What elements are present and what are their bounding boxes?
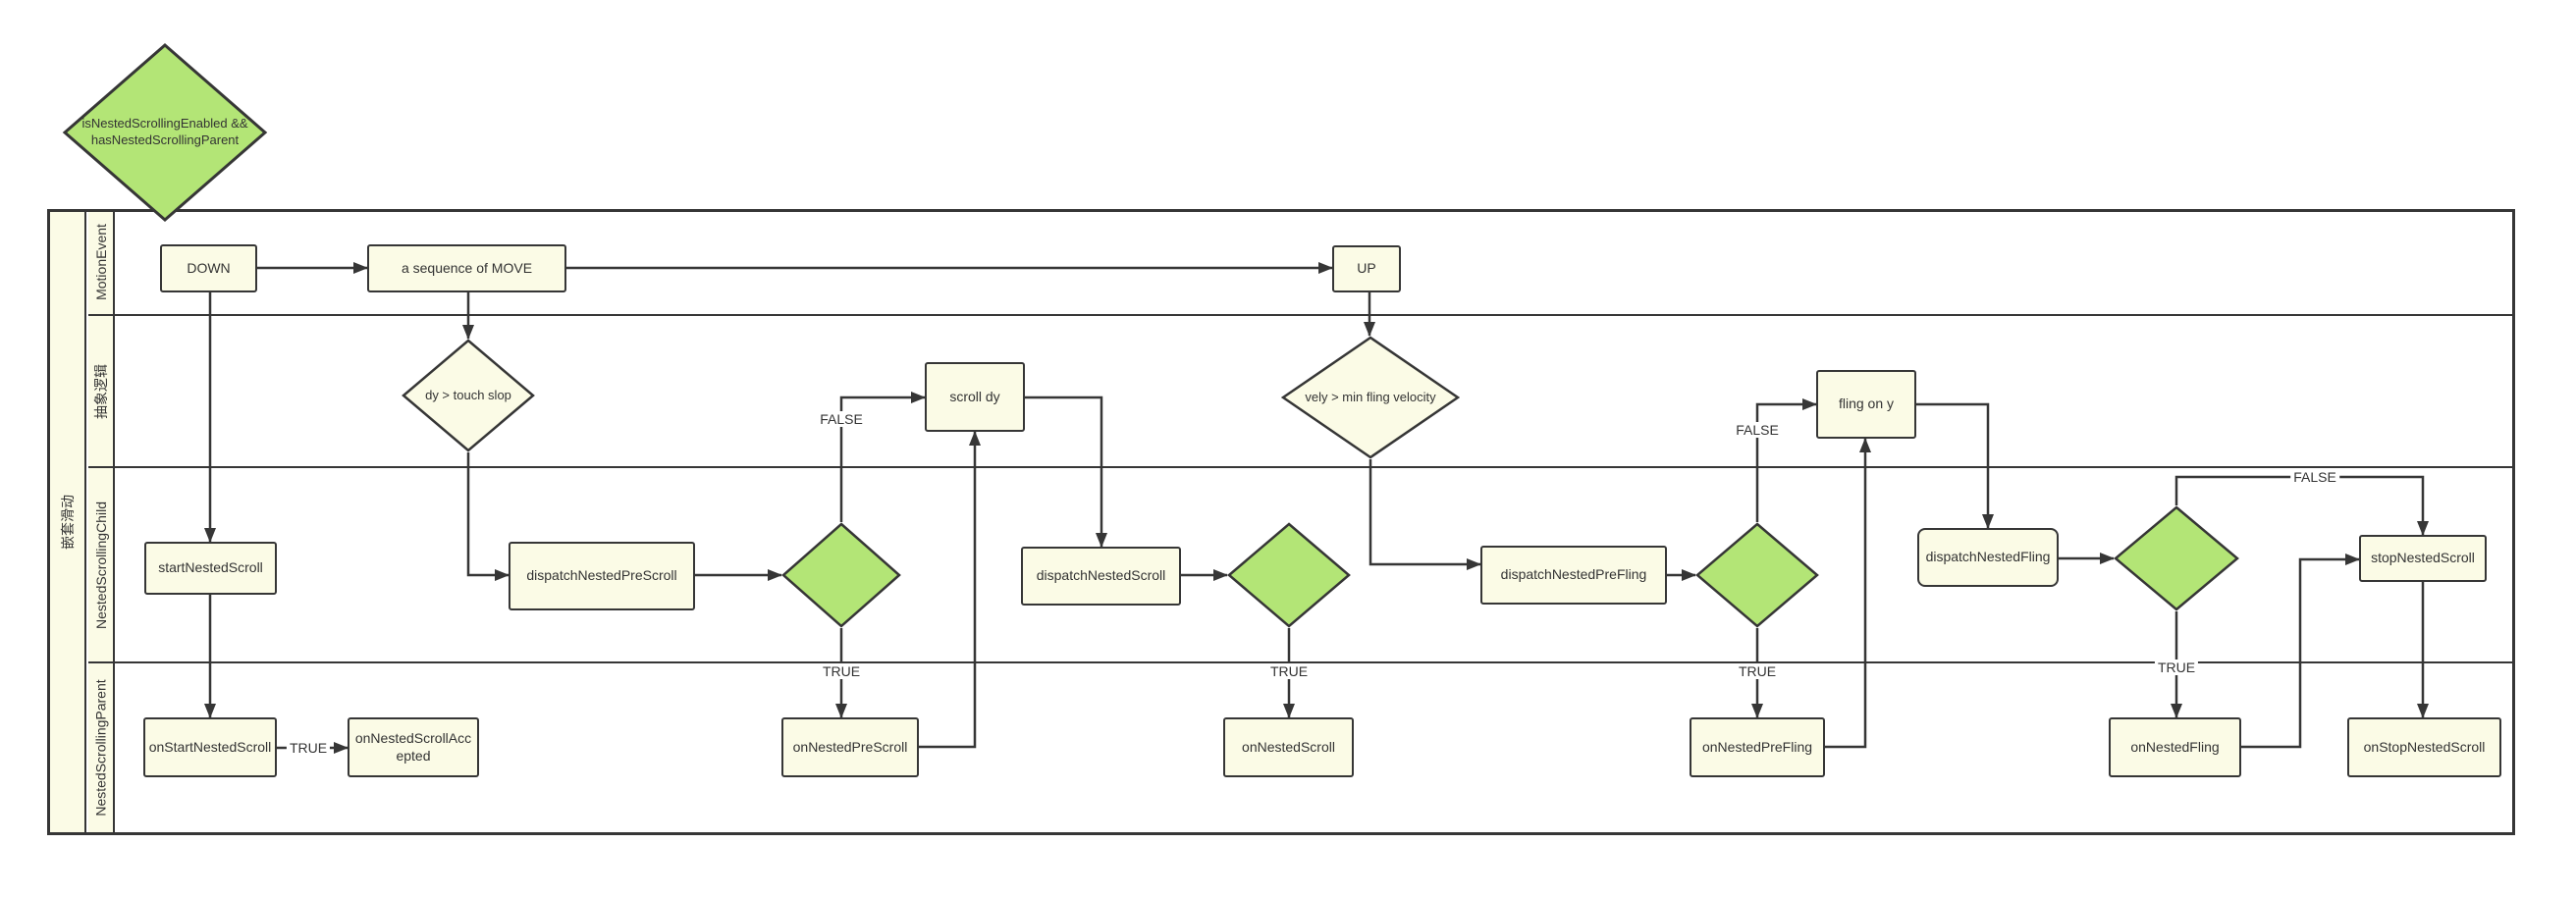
entry-condition-decision: isNestedScrollingEnabled && hasNestedScr… xyxy=(62,42,268,223)
edge-scroll-dy-to-dispatchnestedscroll xyxy=(1025,396,1107,548)
edge-label-false-prescroll: FALSE xyxy=(817,411,866,427)
node-dispatchnestedprescroll: dispatchNestedPreScroll xyxy=(509,542,695,610)
node-onnestedprefling: onNestedPreFling xyxy=(1690,717,1825,777)
edge-label-false-prefling: FALSE xyxy=(1733,422,1782,438)
decision-prefling-consumed-shape xyxy=(1695,522,1819,628)
node-dispatchnestedfling: dispatchNestedFling xyxy=(1917,528,2059,587)
decision-dy-touch-slop-shape xyxy=(402,339,535,452)
node-onnestedprescroll: onNestedPreScroll xyxy=(781,717,919,777)
edge-dy-check-to-dispatchnestedprescroll xyxy=(466,452,510,581)
lane-divider-1 xyxy=(88,314,2512,316)
edge-fling-on-y-to-dispatchnestedfling xyxy=(1916,402,1994,529)
decision-vely-min-fling: vely > min fling velocity xyxy=(1281,336,1460,459)
node-fling-on-y: fling on y xyxy=(1816,370,1916,439)
decision-fling-consumed-shape xyxy=(2114,505,2239,611)
decision-fling-consumed xyxy=(2114,505,2239,611)
node-down: DOWN xyxy=(160,244,257,292)
edge-label-true-prescroll: TRUE xyxy=(819,663,864,679)
decision-dy-touch-slop: dy > touch slop xyxy=(402,339,535,452)
node-onnestedscrollaccepted: onNestedScrollAccepted xyxy=(348,717,479,777)
edge-label-true-prefling: TRUE xyxy=(1735,663,1780,679)
node-scroll-dy: scroll dy xyxy=(925,362,1025,432)
node-sequence-of-move: a sequence of MOVE xyxy=(367,244,566,292)
edge-label-true-fling: TRUE xyxy=(2154,660,2199,675)
node-onstartnestedscroll: onStartNestedScroll xyxy=(143,717,277,777)
node-onnestedfling: onNestedFling xyxy=(2109,717,2241,777)
decision-dy-touch-slop-text: dy > touch slop xyxy=(425,387,511,402)
decision-scroll-consumed xyxy=(1227,522,1351,628)
node-onnestedscroll: onNestedScroll xyxy=(1223,717,1354,777)
decision-vely-min-fling-text: vely > min fling velocity xyxy=(1305,389,1436,404)
entry-condition-text: isNestedScrollingEnabled && hasNestedScr… xyxy=(81,116,248,147)
decision-prefling-consumed xyxy=(1695,522,1819,628)
lane-divider-3 xyxy=(88,661,2512,663)
node-dispatchnestedprefling: dispatchNestedPreFling xyxy=(1480,546,1667,605)
decision-prescroll-consumed xyxy=(781,522,901,628)
node-startnestedscroll: startNestedScroll xyxy=(144,542,277,595)
outer-lane-column xyxy=(50,212,86,832)
edge-decision1-false-to-scroll-dy xyxy=(839,392,926,522)
decision-vely-min-fling-shape xyxy=(1281,336,1460,459)
node-stopnestedscroll: stopNestedScroll xyxy=(2359,535,2487,582)
edge-onnestedfling-to-stopnestedscroll xyxy=(2241,554,2360,749)
node-up: UP xyxy=(1332,245,1401,292)
node-onstopnestedscroll: onStopNestedScroll xyxy=(2347,717,2501,777)
decision-scroll-consumed-shape xyxy=(1227,522,1351,628)
edge-decision3-false-to-fling-on-y xyxy=(1755,398,1817,522)
lane-divider-2 xyxy=(88,466,2512,468)
node-dispatchnestedscroll: dispatchNestedScroll xyxy=(1021,547,1181,606)
edge-label-true-start: TRUE xyxy=(286,740,331,756)
decision-prescroll-consumed-shape xyxy=(781,522,901,628)
edge-label-false-fling: FALSE xyxy=(2290,469,2339,485)
edge-onnestedprefling-to-fling-on-y xyxy=(1825,438,1871,749)
edge-label-true-scroll: TRUE xyxy=(1266,663,1312,679)
entry-condition-diamond-shape xyxy=(62,43,268,222)
swimlane-frame xyxy=(47,209,2515,835)
edge-onnestedprescroll-to-scroll-dy xyxy=(919,431,981,749)
edge-vely-check-to-dispatchnestedprefling xyxy=(1368,459,1481,570)
